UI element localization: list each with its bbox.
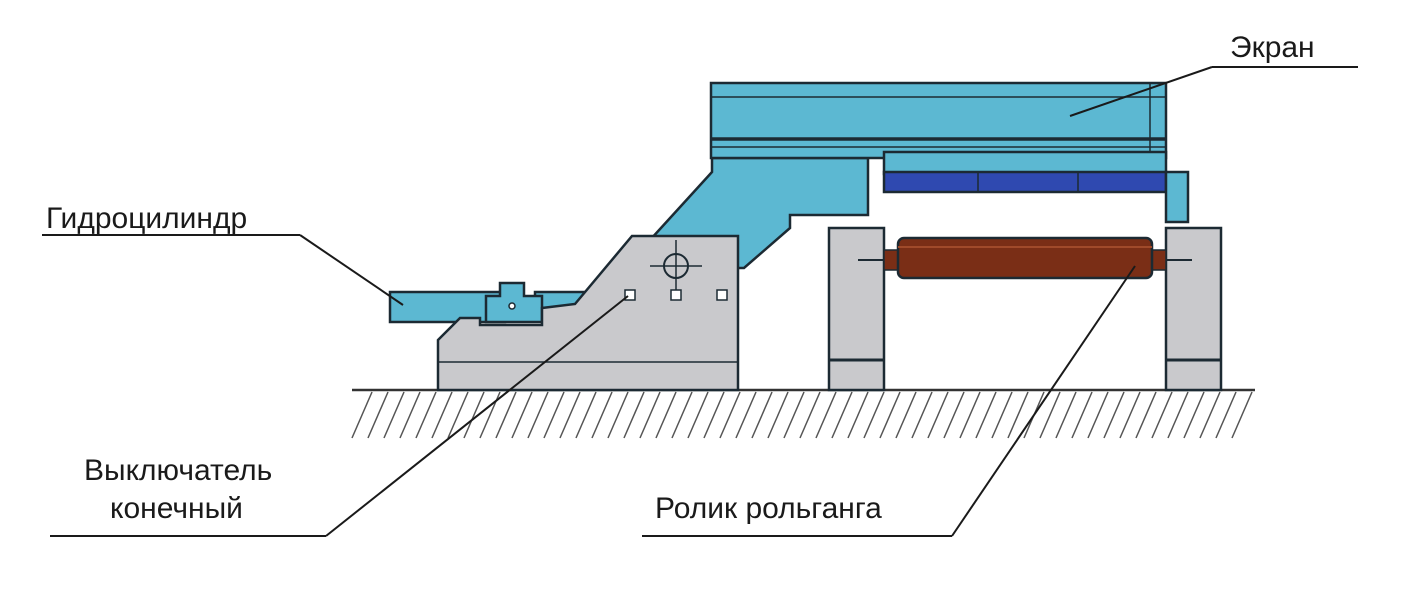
screen-lining bbox=[882, 170, 1168, 194]
hatch-line bbox=[1199, 391, 1221, 439]
hatch-line bbox=[831, 391, 853, 439]
hatch-line bbox=[415, 391, 437, 439]
hatch-line bbox=[367, 391, 389, 439]
roller-stand-right bbox=[1164, 226, 1223, 392]
ground bbox=[351, 388, 1255, 439]
hatch-line bbox=[879, 391, 901, 439]
hatch-line bbox=[927, 391, 949, 439]
hatch-line bbox=[1183, 391, 1205, 439]
limit-switch-mark-2 bbox=[670, 289, 682, 301]
hatch-line bbox=[991, 391, 1013, 439]
hatch-line bbox=[447, 391, 469, 439]
leader-screen bbox=[1069, 66, 1213, 117]
hatch-line bbox=[1135, 391, 1157, 439]
label-roller: Ролик рольганга bbox=[655, 492, 882, 525]
limit-switch-mark-3 bbox=[716, 289, 728, 301]
screen-end-tab bbox=[1164, 170, 1190, 224]
hatch-line bbox=[431, 391, 453, 439]
hatch-line bbox=[463, 391, 485, 439]
hatch-line bbox=[943, 391, 965, 439]
label-screen: Экран bbox=[1230, 31, 1315, 64]
cylinder-clevis bbox=[484, 281, 544, 324]
hatch-line bbox=[399, 391, 421, 439]
hatch-line bbox=[703, 391, 725, 439]
label-limit-switch-line1: Выключатель bbox=[84, 454, 272, 487]
limit-switch-mark-1 bbox=[624, 289, 636, 301]
hatch-line bbox=[511, 391, 533, 439]
hatch-line bbox=[1151, 391, 1173, 439]
label-limit-switch-line2: конечный bbox=[110, 492, 243, 525]
hatch-line bbox=[1231, 391, 1253, 439]
hatch-line bbox=[863, 391, 885, 439]
hatch-line bbox=[623, 391, 645, 439]
hatch-line bbox=[527, 391, 549, 439]
hatch-line bbox=[1087, 391, 1109, 439]
label-hydraulic-cylinder: Гидроцилиндр bbox=[46, 202, 247, 235]
hatch-line bbox=[959, 391, 981, 439]
hatch-line bbox=[591, 391, 613, 439]
hatch-line bbox=[911, 391, 933, 439]
ground-hatching bbox=[351, 391, 1253, 439]
roller-body bbox=[896, 236, 1154, 280]
hatch-line bbox=[655, 391, 677, 439]
roller-table bbox=[827, 226, 1223, 392]
base-bracket bbox=[436, 234, 740, 392]
hatch-line bbox=[607, 391, 629, 439]
leader-lines bbox=[42, 66, 1358, 537]
hatch-line bbox=[639, 391, 661, 439]
hatch-line bbox=[1055, 391, 1077, 439]
hatch-line bbox=[895, 391, 917, 439]
hatch-line bbox=[847, 391, 869, 439]
roller-stand-left bbox=[827, 226, 886, 392]
hatch-line bbox=[1071, 391, 1093, 439]
hatch-line bbox=[1039, 391, 1061, 439]
hatch-line bbox=[559, 391, 581, 439]
hatch-line bbox=[671, 391, 693, 439]
screen-lower-flange bbox=[882, 150, 1168, 176]
hatch-line bbox=[495, 391, 517, 439]
hatch-line bbox=[1167, 391, 1189, 439]
cylinder-base bbox=[436, 234, 740, 392]
hatch-line bbox=[751, 391, 773, 439]
hatch-line bbox=[783, 391, 805, 439]
hatch-line bbox=[687, 391, 709, 439]
hatch-line bbox=[1215, 391, 1237, 439]
hatch-line bbox=[575, 391, 597, 439]
hatch-line bbox=[1119, 391, 1141, 439]
hatch-line bbox=[1007, 391, 1029, 439]
hatch-line bbox=[735, 391, 757, 439]
hatch-line bbox=[767, 391, 789, 439]
hatch-line bbox=[975, 391, 997, 439]
hatch-line bbox=[543, 391, 565, 439]
hatch-line bbox=[383, 391, 405, 439]
hatch-line bbox=[815, 391, 837, 439]
hatch-line bbox=[799, 391, 821, 439]
hatch-line bbox=[351, 391, 373, 439]
hatch-line bbox=[719, 391, 741, 439]
hatch-line bbox=[1103, 391, 1125, 439]
screen-beam bbox=[709, 81, 1168, 160]
